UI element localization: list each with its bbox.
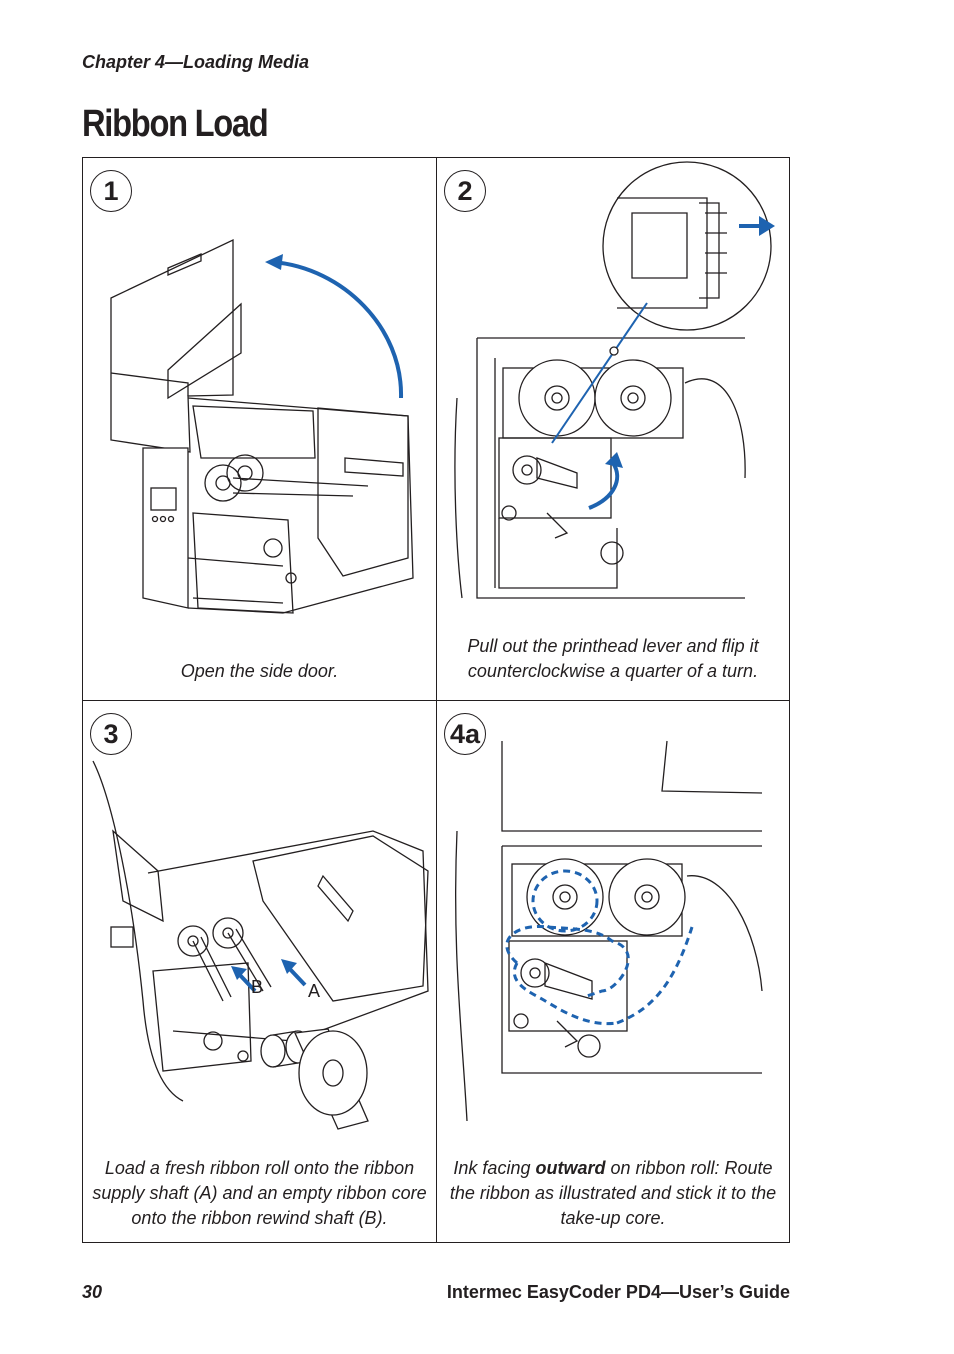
printhead-lever-illustration: [454, 161, 775, 599]
step-4a-caption-suffix: on ribbon roll: Route the ribbon as illu…: [449, 1158, 777, 1228]
printer-open-door-illustration: [110, 238, 414, 614]
step-3-number: 3: [90, 713, 132, 755]
steps-grid: 1: [82, 157, 790, 1243]
ribbon-roll-loading-illustration: B A: [92, 760, 429, 1130]
step-2-number: 2: [444, 170, 486, 212]
guide-title: Intermec EasyCoder PD4—User’s Guide: [446, 1282, 790, 1302]
step-1-caption: Open the side door.: [180, 661, 339, 681]
ribbon-path-illustration: [455, 740, 763, 1122]
page-number: 30: [82, 1282, 103, 1302]
page-title: Ribbon Load: [82, 103, 269, 145]
step-4a-panel: 4a In: [437, 701, 789, 1242]
shaft-a-label: A: [308, 981, 320, 1001]
shaft-b-label: B: [251, 977, 263, 997]
step-3-caption: Load a fresh ribbon roll onto the ribbon…: [92, 1158, 427, 1228]
step-2-caption: Pull out the printhead lever and flip it…: [467, 636, 759, 681]
step-1-number: 1: [90, 170, 132, 212]
step-4a-caption-prefix: Ink facing: [453, 1158, 536, 1178]
step-4a-caption: Ink facing outward on ribbon roll: Route…: [443, 1156, 783, 1231]
step-4a-caption-bold: outward: [535, 1158, 606, 1178]
chapter-header: Chapter 4—Loading Media: [82, 52, 310, 72]
step-2-panel: 2: [437, 158, 789, 701]
step-3-panel: 3: [83, 701, 437, 1242]
step-4a-number: 4a: [444, 713, 486, 755]
step-1-panel: 1: [83, 158, 437, 701]
